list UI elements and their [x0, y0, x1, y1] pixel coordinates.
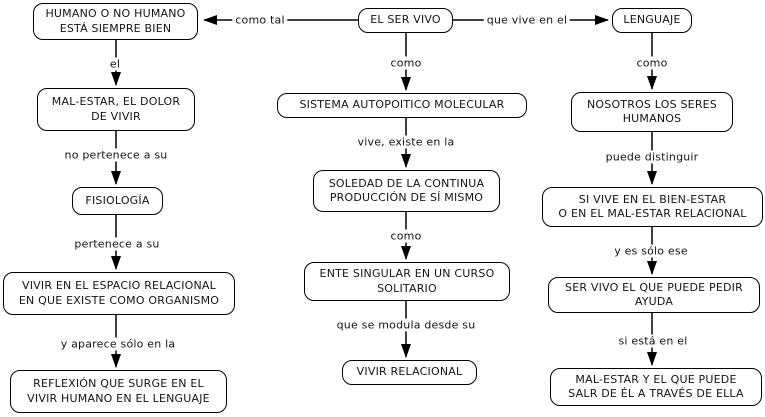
edge-label-y-es-solo-ese[interactable]: y es sólo ese	[611, 244, 691, 258]
edge-label-pertenece-a-su[interactable]: pertenece a su	[71, 237, 163, 251]
edge-label-como-tal[interactable]: como tal	[232, 13, 288, 27]
node-sistema-autopoitico[interactable]: SISTEMA AUTOPOITICO MOLECULAR	[277, 93, 527, 118]
edge-label-puede-distinguir[interactable]: puede distinguir	[602, 150, 702, 164]
edge-label-no-pertenece-a-su[interactable]: no pertenece a su	[61, 148, 171, 162]
node-vivir-relacional[interactable]: VIVIR RELACIONAL	[342, 360, 477, 385]
edge-label-que-vive-en-el[interactable]: que vive en el	[483, 13, 571, 27]
edge-label-como-lenguaje[interactable]: como	[633, 56, 671, 70]
node-vivir-espacio-relacional[interactable]: VIVIR EN EL ESPACIO RELACIONAL EN QUE EX…	[3, 272, 235, 315]
node-mal-estar-dolor[interactable]: MAL-ESTAR, EL DOLOR DE VIVIR	[37, 88, 195, 131]
edge-label-el[interactable]: el	[106, 57, 124, 71]
node-nosotros[interactable]: NOSOTROS LOS SERES HUMANOS	[571, 92, 733, 132]
node-lenguaje[interactable]: LENGUAJE	[612, 8, 692, 33]
node-ente-singular[interactable]: ENTE SINGULAR EN UN CURSO SOLITARIO	[304, 262, 510, 301]
edge-label-si-esta-en-el[interactable]: si está en el	[615, 334, 691, 348]
edge-label-como-soledad[interactable]: como	[387, 229, 425, 243]
node-soledad[interactable]: SOLEDAD DE LA CONTINUA PRODUCCIÓN DE SÍ …	[313, 170, 500, 212]
node-si-vive-bien-estar[interactable]: SI VIVE EN EL BIEN-ESTAR O EN EL MAL-EST…	[542, 187, 763, 227]
node-pedir-ayuda[interactable]: SER VIVO EL QUE PUEDE PEDIR AYUDA	[548, 277, 760, 313]
edge-label-y-aparece-solo-en-la[interactable]: y aparece sólo en la	[57, 337, 179, 351]
edge-label-como-ser-vivo[interactable]: como	[387, 56, 425, 70]
edge-label-que-se-modula[interactable]: que se modula desde su	[333, 318, 479, 332]
node-mal-estar-salir[interactable]: MAL-ESTAR Y EL QUE PUEDE SALR DE ÉL A TR…	[550, 368, 762, 406]
node-reflexion[interactable]: REFLEXIÓN QUE SURGE EN EL VIVIR HUMANO E…	[10, 370, 227, 413]
node-fisiologia[interactable]: FISIOLOGÍA	[72, 187, 163, 215]
node-humano-o-no-humano[interactable]: HUMANO O NO HUMANO ESTÁ SIEMPRE BIEN	[33, 3, 198, 40]
node-el-ser-vivo[interactable]: EL SER VIVO	[358, 8, 453, 33]
edge-label-vive-existe-en-la[interactable]: vive, existe en la	[354, 135, 458, 149]
